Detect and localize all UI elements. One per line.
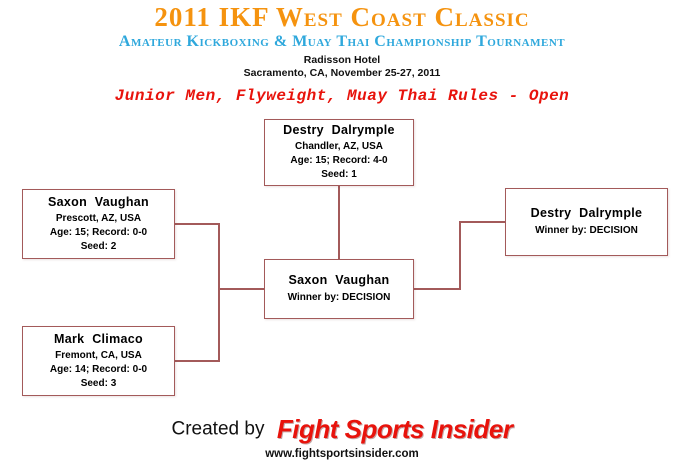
fighter-seed: Seed: 1: [321, 169, 357, 180]
bracket-box-final-winner: Destry Dalrymple Winner by: DECISION: [505, 188, 668, 256]
fighter-location: Fremont, CA, USA: [55, 349, 142, 361]
connector-final-in-horizontal: [461, 221, 505, 223]
fighter-name: Saxon Vaughan: [288, 273, 390, 287]
footer: Created by Fight Sports Insider: [0, 414, 684, 445]
fighter-location: Prescott, AZ, USA: [55, 212, 142, 224]
winner-result: Winner by: DECISION: [287, 292, 391, 303]
brand-logo-text: Fight Sports Insider: [276, 414, 513, 444]
fighter-seed: Seed: 2: [80, 240, 117, 252]
connector-seed2-horizontal: [175, 223, 220, 225]
connector-semifinal-out-horizontal: [414, 288, 460, 290]
connector-semifinal-in-horizontal: [220, 288, 264, 290]
division-title: Junior Men, Flyweight, Muay Thai Rules -…: [114, 87, 570, 105]
page-subtitle: Amateur Kickboxing & Muay Thai Champions…: [118, 33, 566, 50]
fighter-age-record: Age: 15; Record: 4-0: [290, 155, 388, 166]
fighter-seed: Seed: 3: [80, 377, 117, 389]
page-title: 2011 IKF West Coast Classic: [154, 2, 530, 32]
venue-text: Radisson Hotel: [303, 54, 381, 66]
bracket-box-semifinal-winner: Saxon Vaughan Winner by: DECISION: [264, 259, 414, 319]
fighter-name: Destry Dalrymple: [530, 206, 643, 220]
connector-seed3-horizontal: [175, 360, 220, 362]
fighter-age-record: Age: 14; Record: 0-0: [49, 363, 148, 375]
fighter-location: Chandler, AZ, USA: [295, 141, 383, 152]
header: 2011 IKF West Coast Classic Amateur Kick…: [0, 2, 684, 105]
fighter-name: Mark Climaco: [54, 331, 143, 346]
fighter-name: Saxon Vaughan: [48, 194, 149, 209]
connector-semifinal-vertical: [218, 223, 220, 362]
fighter-age-record: Age: 15; Record: 0-0: [49, 226, 148, 238]
location-date-text: Sacramento, CA, November 25-27, 2011: [243, 67, 441, 79]
connector-seed1-vertical: [338, 186, 340, 259]
fighter-name: Destry Dalrymple: [283, 123, 395, 137]
bracket-box-seed3: Mark Climaco Fremont, CA, USA Age: 14; R…: [22, 326, 175, 396]
bracket-box-seed1: Destry Dalrymple Chandler, AZ, USA Age: …: [264, 119, 414, 186]
created-by-text: Created by: [171, 418, 265, 440]
winner-result: Winner by: DECISION: [535, 225, 638, 236]
connector-final-vertical: [459, 221, 461, 290]
bracket-box-seed2: Saxon Vaughan Prescott, AZ, USA Age: 15;…: [22, 189, 175, 259]
website-url: www.fightsportsinsider.com: [265, 448, 419, 460]
